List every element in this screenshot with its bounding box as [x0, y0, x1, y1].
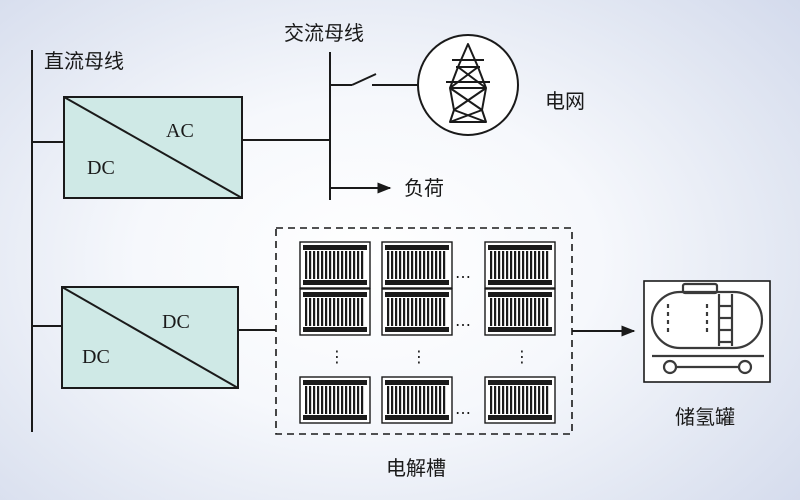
hydrogen-tank: 储氢罐 [643, 280, 771, 429]
electrolyzer-cell-icon [484, 376, 556, 424]
dc-ac-out-label: AC [166, 120, 194, 142]
switch-icon [351, 73, 377, 86]
ellipsis-vertical: ⋮ [329, 347, 345, 366]
ellipsis-horizontal: … [455, 399, 471, 418]
electrolyzer-cell-icon [299, 376, 371, 424]
grid-connection: 电网 [330, 34, 585, 136]
grid-label: 电网 [545, 89, 585, 113]
load-label: 负荷 [404, 176, 444, 200]
electrolyzer-cell-icon [381, 376, 453, 424]
dc-dc-out-label: DC [162, 311, 190, 333]
ellipsis-horizontal: … [455, 311, 471, 330]
hydrogen-tank-icon [650, 282, 764, 375]
electrolyzer-cell-icon [484, 241, 556, 289]
electrolyzer-cell-icon [484, 288, 556, 336]
grid-circle [417, 34, 519, 136]
transmission-tower-icon [446, 43, 490, 123]
ac-bus-label: 交流母线 [284, 21, 364, 45]
dc-ac-converter-diagonal [63, 96, 243, 199]
electrolyzer-label: 电解槽 [386, 456, 446, 480]
dc-dc-converter: DC DC [32, 286, 276, 389]
electrolyzer-cell-icon [299, 288, 371, 336]
electrolyzer-cell-icon [381, 288, 453, 336]
electrolyzer-cell-icon [299, 241, 371, 289]
electrolyzer-cell-icon [381, 241, 453, 289]
hydrogen-tank-label: 储氢罐 [675, 405, 735, 429]
dc-ac-in-label: DC [87, 157, 115, 179]
dc-dc-in-label: DC [82, 346, 110, 368]
electrolyzer-array: … … … ⋮ ⋮ ⋮ 电解槽 [275, 227, 573, 480]
dc-ac-converter: DC AC [32, 96, 330, 199]
dc-dc-converter-diagonal [61, 286, 239, 389]
ellipsis-horizontal: … [455, 263, 471, 282]
ellipsis-vertical: ⋮ [514, 347, 530, 366]
dc-bus-label: 直流母线 [44, 49, 124, 73]
ellipsis-vertical: ⋮ [411, 347, 427, 366]
